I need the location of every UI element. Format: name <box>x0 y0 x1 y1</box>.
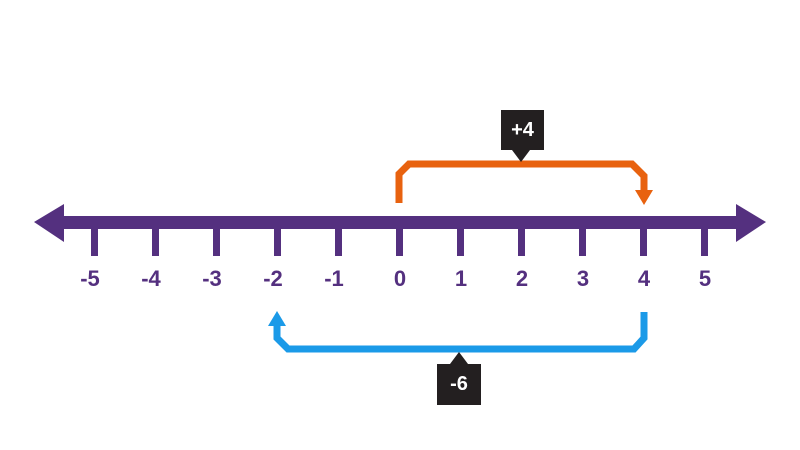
tick-label: 3 <box>576 266 590 291</box>
left-arrow-icon <box>34 204 64 242</box>
tick-label: -1 <box>324 266 344 291</box>
down-arrow-icon <box>635 190 653 205</box>
tick-label: -5 <box>80 266 100 291</box>
up-arrow-icon <box>268 311 286 326</box>
tick-label: -3 <box>202 266 222 291</box>
right-arrow-icon <box>736 204 766 242</box>
tick-label: -4 <box>141 266 161 291</box>
tag-pointer <box>450 352 468 364</box>
negative-jump-arrow <box>268 311 648 364</box>
tick-label: 4 <box>637 266 651 291</box>
tag-pointer <box>512 150 530 162</box>
positive-jump-tag: +4 <box>501 110 544 150</box>
number-line <box>34 204 766 242</box>
negative-jump-tag: -6 <box>437 364 481 405</box>
tick-label: 1 <box>454 266 468 291</box>
tick-label: 0 <box>393 266 407 291</box>
tick-label: 5 <box>698 266 712 291</box>
tick-label: 2 <box>515 266 529 291</box>
positive-jump-arrow <box>395 150 653 205</box>
ticks <box>91 226 708 256</box>
tick-label: -2 <box>263 266 283 291</box>
